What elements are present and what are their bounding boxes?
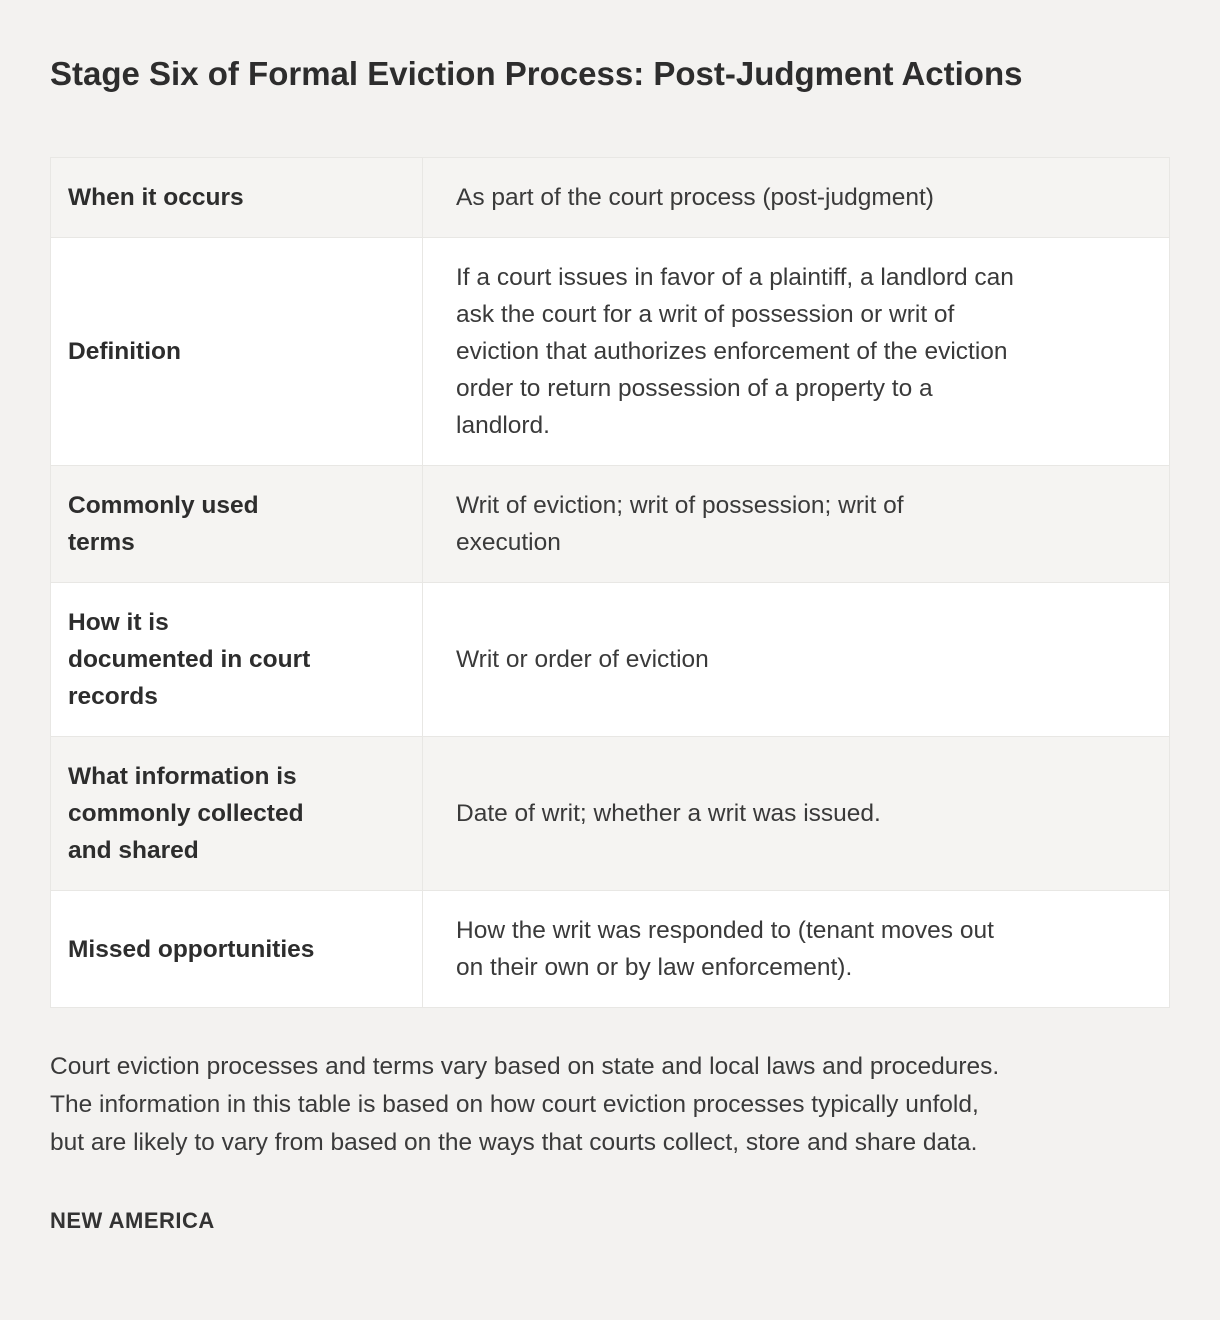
row-value: Writ or order of eviction — [422, 582, 1170, 737]
row-label: Definition — [50, 237, 423, 466]
row-label: When it occurs — [50, 157, 423, 238]
row-label: How it is documented in court records — [50, 582, 423, 737]
table-row: Definition If a court issues in favor of… — [50, 237, 1170, 466]
row-value: As part of the court process (post-judgm… — [422, 157, 1170, 238]
row-value: Writ of eviction; writ of possession; wr… — [422, 465, 1170, 583]
source-credit: NEW AMERICA — [50, 1208, 215, 1233]
eviction-stage-table: When it occurs As part of the court proc… — [50, 157, 1170, 1008]
row-value: How the writ was responded to (tenant mo… — [422, 890, 1170, 1008]
page-title: Stage Six of Formal Eviction Process: Po… — [50, 55, 1023, 92]
row-label: Commonly used terms — [50, 465, 423, 583]
footnote-text: Court eviction processes and terms vary … — [50, 1053, 1000, 1156]
table-row: How it is documented in court records Wr… — [50, 582, 1170, 737]
table-row: Commonly used terms Writ of eviction; wr… — [50, 465, 1170, 583]
page: Stage Six of Formal Eviction Process: Po… — [0, 54, 1220, 1234]
table-row: What information is commonly collected a… — [50, 736, 1170, 891]
row-label: What information is commonly collected a… — [50, 736, 423, 891]
table-row: When it occurs As part of the court proc… — [50, 157, 1170, 238]
row-label: Missed opportunities — [50, 890, 423, 1008]
row-value: Date of writ; whether a writ was issued. — [422, 736, 1170, 891]
table-row: Missed opportunities How the writ was re… — [50, 890, 1170, 1008]
row-value: If a court issues in favor of a plaintif… — [422, 237, 1170, 466]
